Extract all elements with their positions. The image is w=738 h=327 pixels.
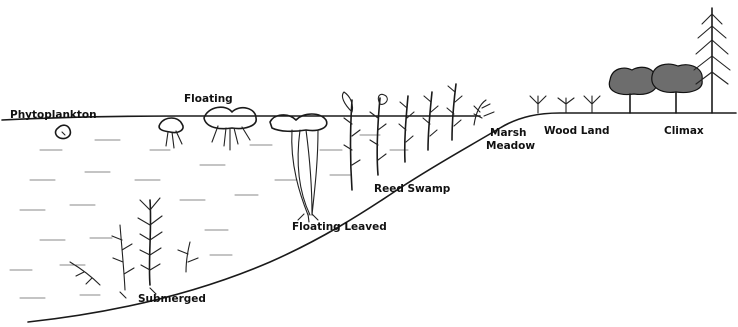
label-floating: Floating: [184, 93, 233, 105]
phytoplankton-plant: [56, 125, 71, 138]
reed-swamp-plants: [342, 84, 462, 190]
woodland-shrubs: [530, 96, 600, 113]
label-marsh: Marsh: [490, 127, 526, 139]
floating-leaved-plant: [270, 114, 327, 222]
label-floating-leaved: Floating Leaved: [292, 221, 387, 233]
water-ripples: [10, 135, 408, 298]
marsh-meadow-plants: [474, 100, 494, 125]
label-wood-land: Wood Land: [544, 125, 610, 137]
label-phytoplankton: Phytoplankton: [10, 109, 97, 121]
label-meadow: Meadow: [486, 140, 535, 152]
climax-forest: [609, 8, 730, 113]
label-reed-swamp: Reed Swamp: [374, 183, 451, 195]
submerged-plants: [70, 198, 198, 298]
label-climax: Climax: [664, 125, 704, 137]
shore-slope: [28, 113, 736, 322]
label-submerged: Submerged: [138, 293, 206, 305]
floating-plants: [159, 107, 256, 150]
